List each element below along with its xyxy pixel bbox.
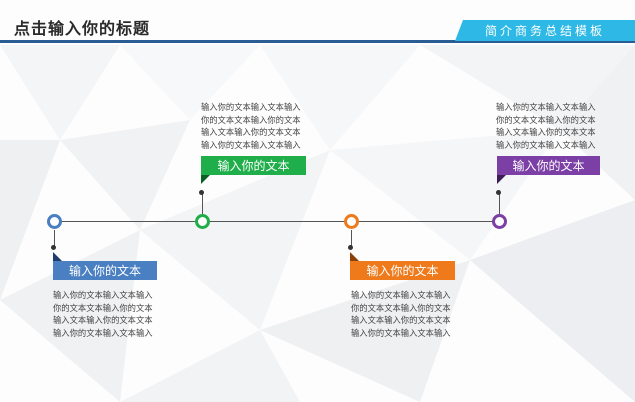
timeline-dot-2 xyxy=(199,190,204,195)
flag-label-3: 输入你的文本 xyxy=(350,261,455,280)
timeline-stem-2 xyxy=(202,193,203,214)
timeline-stem-4 xyxy=(499,193,500,214)
timeline-node-2 xyxy=(195,214,210,229)
timeline-dot-3 xyxy=(348,245,353,250)
flag-label-4: 输入你的文本 xyxy=(497,156,600,175)
timeline-stem-3 xyxy=(351,230,352,248)
flag-fold-1 xyxy=(53,252,62,261)
item-text-4: 输入你的文本输入文本输入 你的文本文本输入你的文本 输入文本输入你的文本文本 输… xyxy=(496,102,596,150)
item-text-2: 输入你的文本输入文本输入 你的文本文本输入你的文本 输入文本输入你的文本文本 输… xyxy=(201,102,301,150)
flag-fold-2 xyxy=(201,175,210,184)
flag-label-2: 输入你的文本 xyxy=(201,156,306,175)
flag-label-1: 输入你的文本 xyxy=(53,261,157,280)
header-tab-label: 简介商务总结模板 xyxy=(455,20,635,41)
timeline-stem-1 xyxy=(54,230,55,248)
timeline-node-4 xyxy=(492,214,507,229)
item-text-3: 输入你的文本输入文本输入 你的文本文本输入你的文本 输入文本输入你的文本文本 输… xyxy=(351,290,451,338)
header-divider xyxy=(0,40,635,43)
timeline-line xyxy=(54,221,500,222)
flag-fold-3 xyxy=(350,252,359,261)
item-text-1: 输入你的文本输入文本输入 你的文本文本输入你的文本 输入文本输入你的文本文本 输… xyxy=(53,290,153,338)
timeline-node-1 xyxy=(47,214,62,229)
timeline-dot-4 xyxy=(496,190,501,195)
flag-fold-4 xyxy=(497,175,506,184)
timeline-node-3 xyxy=(344,214,359,229)
page-title: 点击输入你的标题 xyxy=(14,19,151,38)
timeline-dot-1 xyxy=(51,245,56,250)
